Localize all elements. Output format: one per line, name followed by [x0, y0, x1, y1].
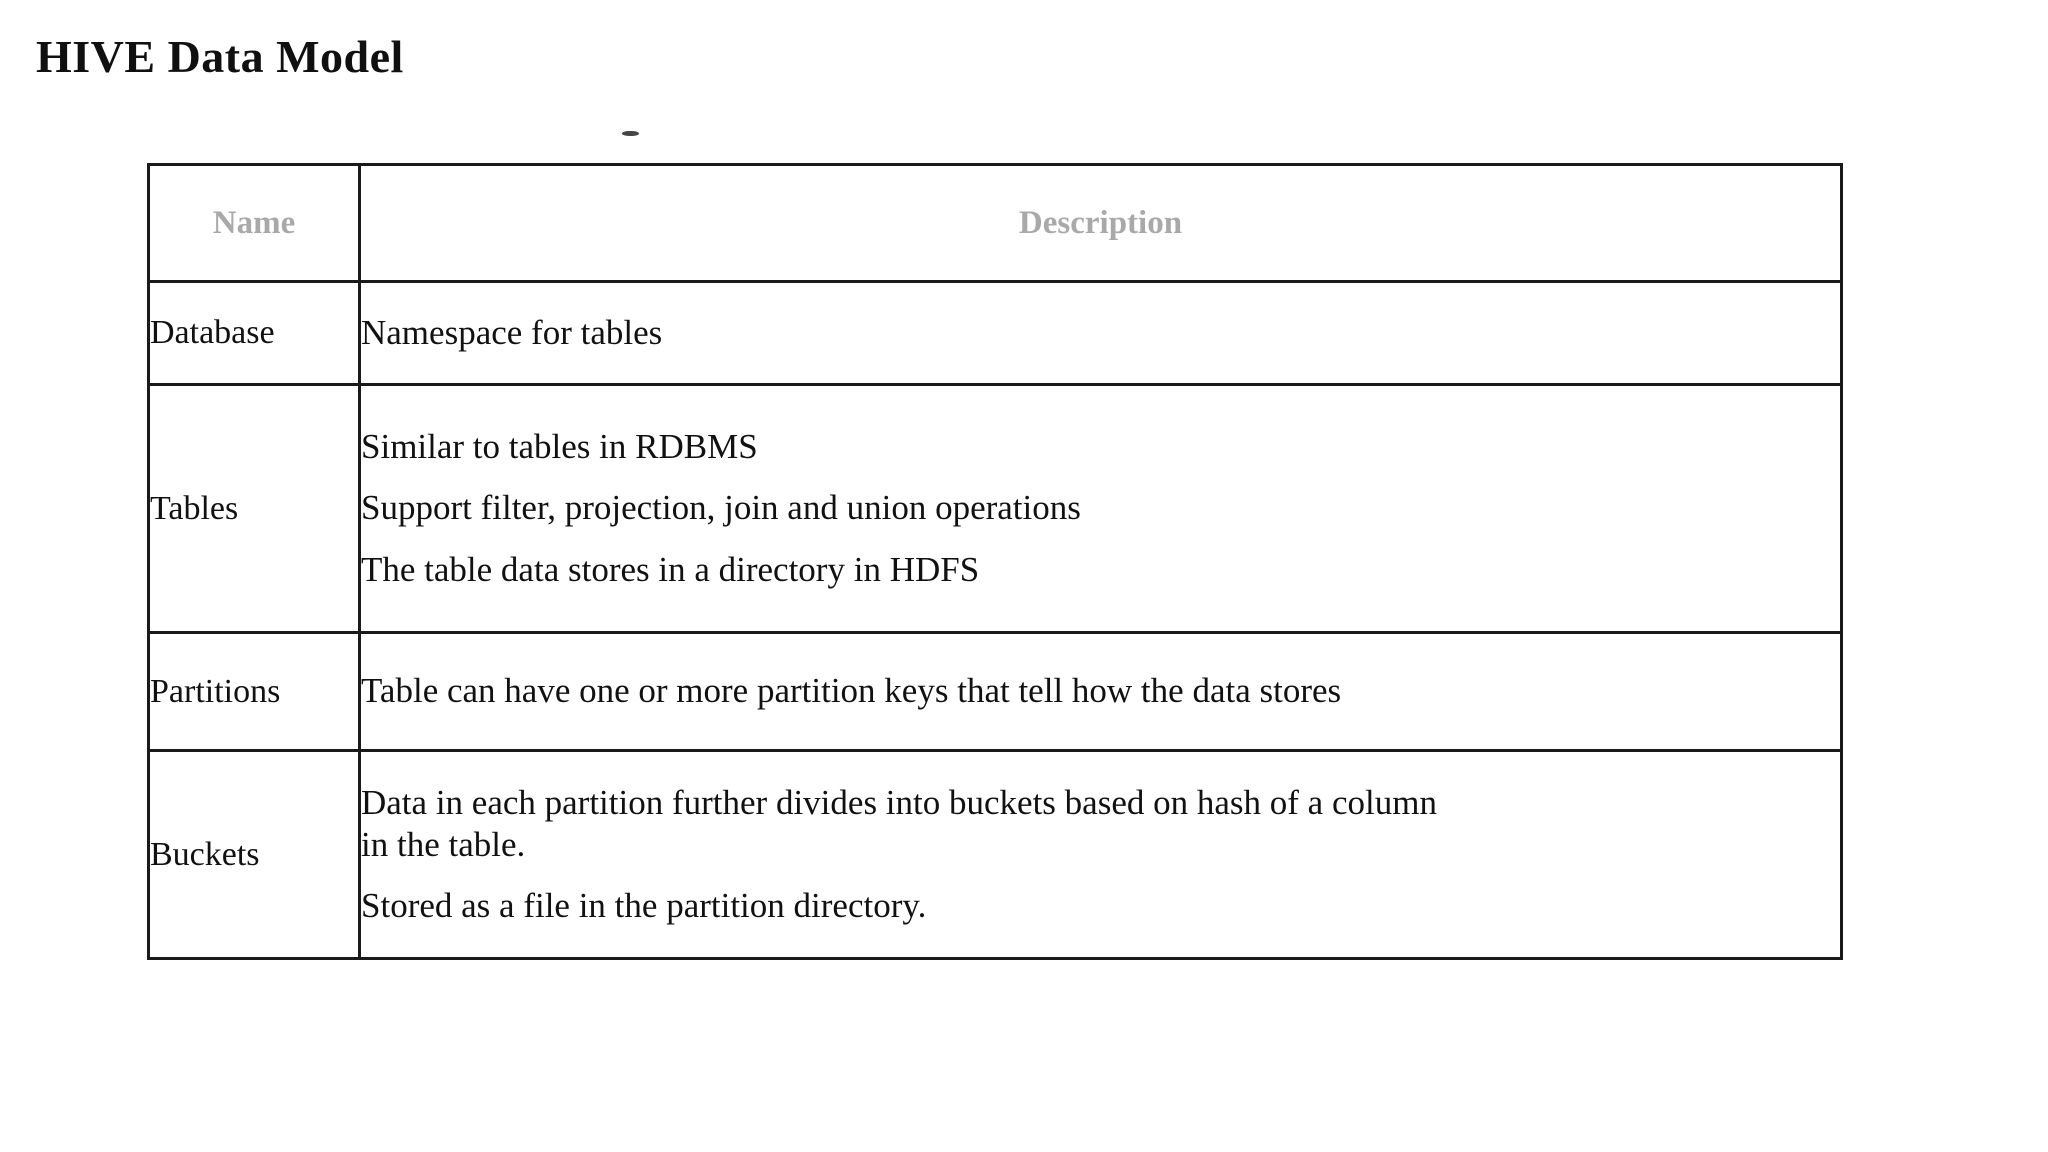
description-line: in the table.	[361, 824, 526, 864]
table-header-row: Name Description	[147, 163, 1843, 283]
table-header: Name Description	[147, 163, 1843, 283]
description-line: Similar to tables in RDBMS	[361, 427, 758, 467]
cell-description-tables: Similar to tables in RDBMS Support filte…	[358, 383, 1843, 634]
cell-name-tables: Tables	[147, 383, 361, 634]
cell-description-partitions: Table can have one or more partition key…	[358, 631, 1843, 752]
table-row: Database Namespace for tables	[147, 280, 1843, 386]
description-line: Support filter, projection, join and uni…	[361, 488, 1081, 528]
hive-data-model-table: Name Description Database Namespace for …	[147, 163, 1843, 960]
cell-description-database: Namespace for tables	[358, 280, 1843, 386]
description-line: The table data stores in a directory in …	[361, 549, 980, 589]
cell-name-buckets: Buckets	[147, 749, 361, 960]
hive-data-model-table-container: Name Description Database Namespace for …	[147, 163, 1843, 960]
cell-name-database: Database	[147, 280, 361, 386]
description-line: Table can have one or more partition key…	[361, 671, 1342, 711]
table-row: Buckets Data in each partition further d…	[147, 749, 1843, 960]
ink-smudge-artifact	[622, 131, 639, 136]
description-line: Data in each partition further divides i…	[361, 782, 1437, 822]
description-line: Stored as a file in the partition direct…	[361, 886, 927, 926]
cell-description-buckets: Data in each partition further divides i…	[358, 749, 1843, 960]
table-body: Database Namespace for tables Tables Sim…	[147, 280, 1843, 960]
description-line: Namespace for tables	[361, 312, 663, 352]
table-row: Tables Similar to tables in RDBMS Suppor…	[147, 383, 1843, 634]
table-row: Partitions Table can have one or more pa…	[147, 631, 1843, 752]
page-title: HIVE Data Model	[36, 31, 404, 82]
column-header-description: Description	[358, 163, 1843, 283]
cell-name-partitions: Partitions	[147, 631, 361, 752]
column-header-name: Name	[147, 163, 361, 283]
